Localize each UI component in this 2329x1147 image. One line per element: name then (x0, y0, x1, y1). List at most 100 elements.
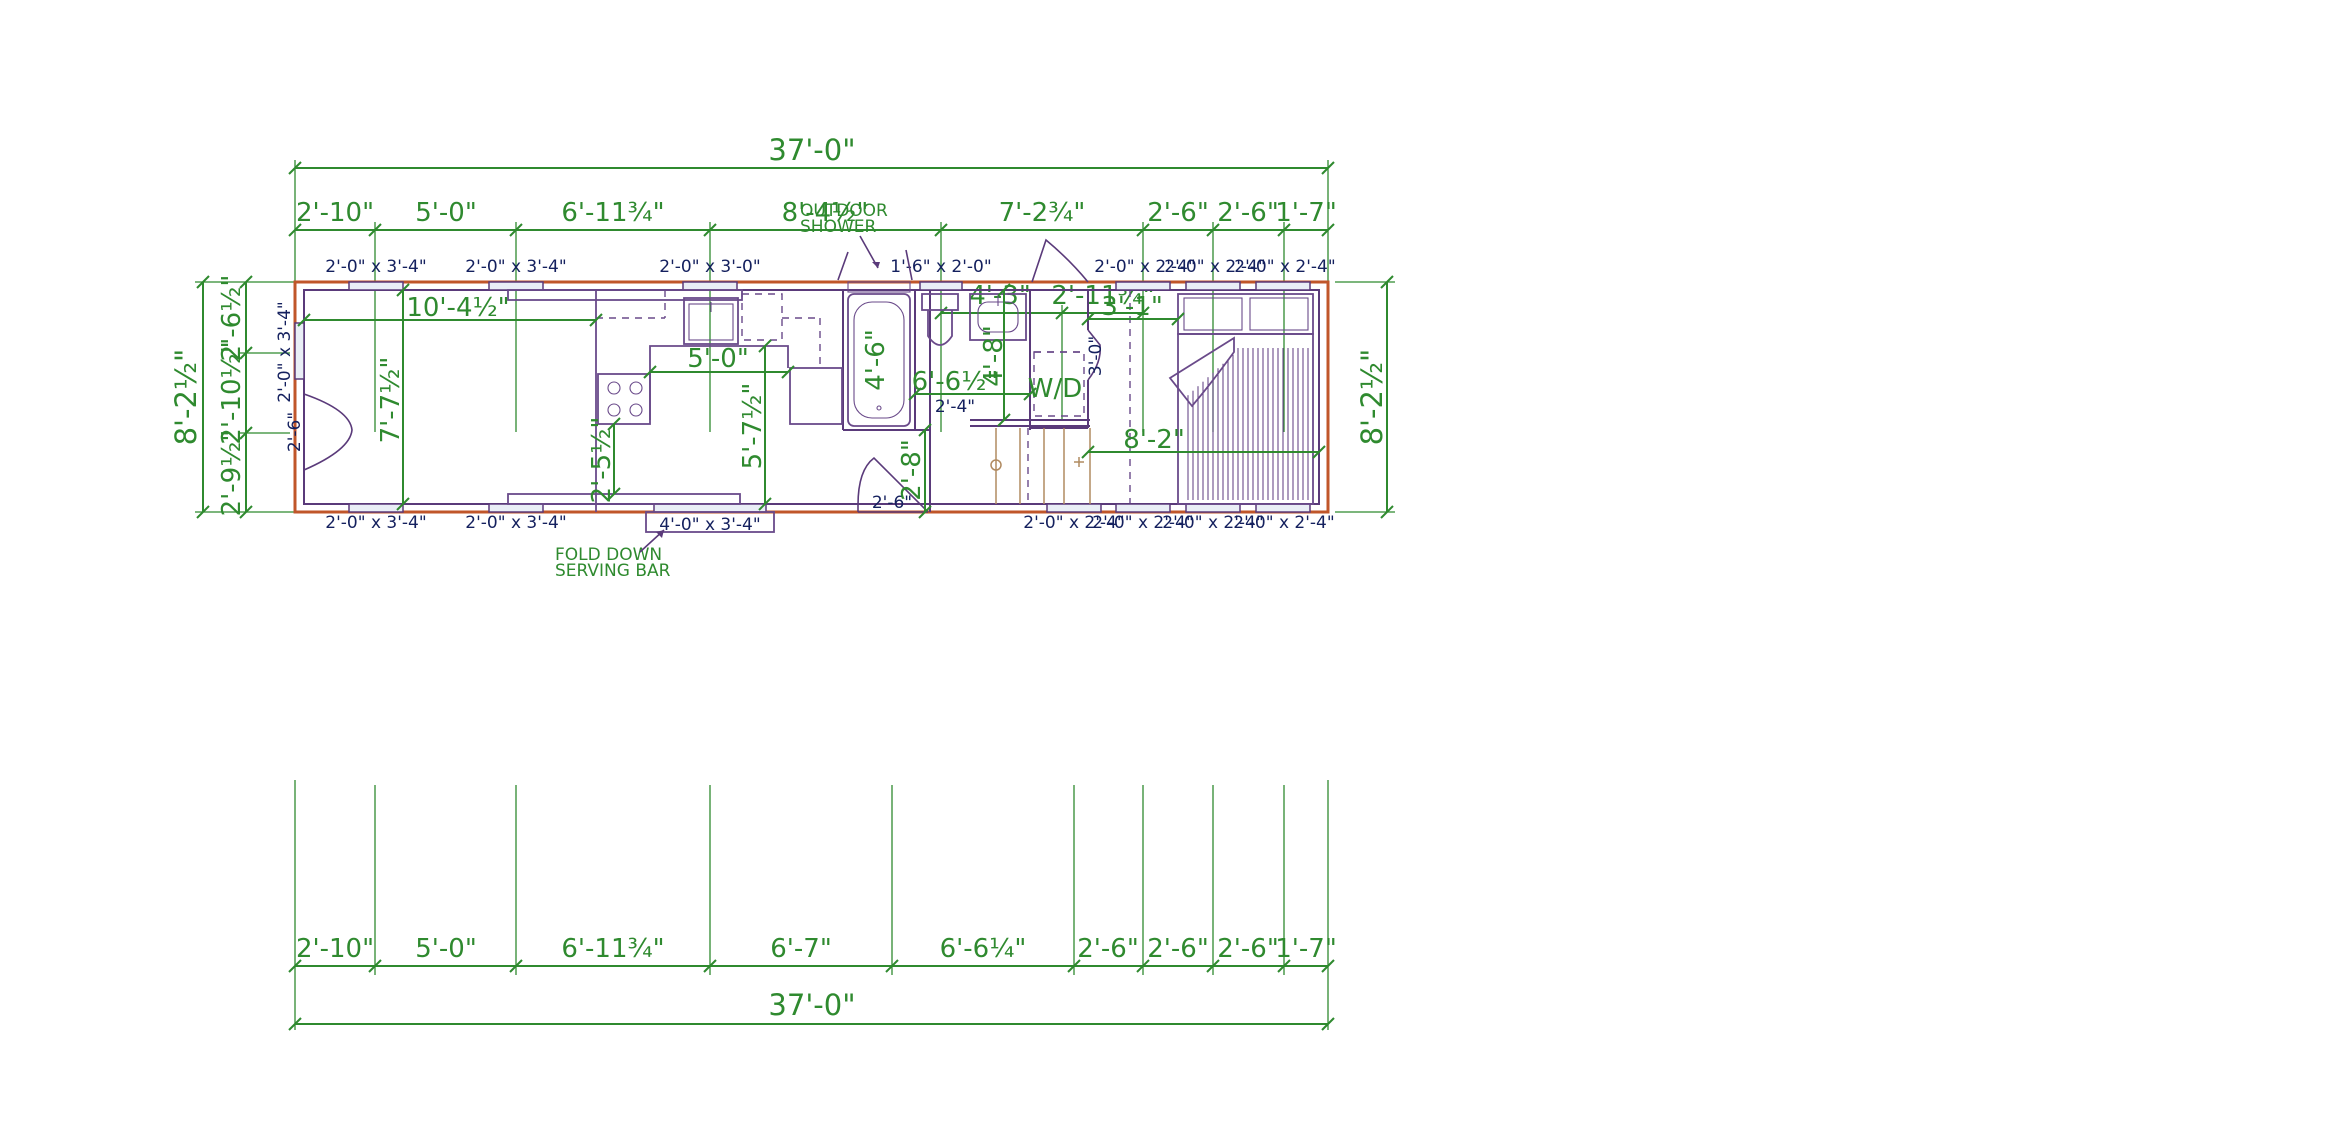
bed-stripes (1187, 348, 1309, 500)
window-label-left: 2'-0" x 3'-4" (275, 301, 295, 402)
bottom-dim-1: 2'-10" (296, 934, 374, 964)
top-dim-6: 2'-6" (1147, 198, 1209, 228)
window-label: 2'-0" x 2'-4" (1023, 513, 1124, 533)
window-label: 2'-0" x 2'-4" (1092, 513, 1193, 533)
headboard-cabinet (1177, 293, 1314, 335)
window (1255, 281, 1311, 291)
window (919, 281, 963, 291)
bath-sink (969, 293, 1027, 341)
windows-top (348, 281, 1311, 291)
bottom-dim-5: 6'-6¼" (940, 934, 1027, 964)
stove-icon (597, 373, 651, 425)
interior-walls (842, 290, 1131, 512)
bottom-dim-4: 6'-7" (770, 934, 832, 964)
window-label: 2'-0" x 2'-4" (1233, 513, 1334, 533)
window-labels-top: 2'-0" x 3'-4" 2'-0" x 3'-4" 2'-0" x 3'-0… (325, 257, 1335, 277)
top-dim-3: 6'-11¾" (561, 198, 664, 228)
utility-door (1031, 238, 1102, 381)
window (348, 281, 404, 291)
window-label: 2'-0" x 2'-4" (1094, 257, 1195, 277)
bottom-dim-6: 2'-6" (1077, 934, 1139, 964)
bathroom (847, 281, 1027, 427)
serving-bar-label-2: SERVING BAR (555, 561, 671, 581)
kitchen-width-dim: 5'-7½" (738, 383, 768, 470)
bedroom (1168, 293, 1314, 505)
bottom-dim-3: 6'-11¾" (561, 934, 664, 964)
outdoor-shower-label-2: SHOWER (800, 217, 877, 237)
top-dim-2: 5'-0" (415, 198, 477, 228)
bed (1177, 333, 1314, 505)
bottom-dim-7: 2'-6" (1147, 934, 1209, 964)
right-overall-dim: 8'-2½" (1355, 349, 1389, 446)
window-label: 2'-0" x 2'-4" (1234, 257, 1335, 277)
bath-door: 2'-6" (857, 456, 929, 513)
bath-width-dim: 4'-8" (979, 325, 1009, 387)
kitchen-run-dim: 5'-0" (687, 344, 749, 374)
top-dim-4: 8'-4½" (782, 198, 869, 228)
overall-bottom-dim: 37'-0" (768, 988, 855, 1022)
vanity-dim: 2'-4" (935, 397, 975, 417)
window (348, 503, 404, 513)
window-label: 4'-0" x 3'-4" (659, 515, 760, 535)
window-label: 2'-0" x 3'-4" (325, 513, 426, 533)
window-label: 2'-0" x 2'-4" (1164, 257, 1265, 277)
window (682, 281, 738, 291)
window (1185, 281, 1241, 291)
living-length-dim: 10'-4½" (406, 293, 509, 323)
top-dim-1: 2'-10" (296, 198, 374, 228)
window (1046, 503, 1102, 513)
top-sub-dim-1: 4'-3" (969, 281, 1031, 311)
refrigerator (789, 367, 843, 425)
left-dim-2: 2'-10½" (217, 341, 247, 444)
window (1115, 281, 1171, 291)
serving-bar-callout: FOLD DOWN SERVING BAR (555, 529, 671, 581)
hall-width-dim: 2'-8" (897, 439, 927, 501)
top-dimension-group: 37'-0" 2'-10" 5'-0" 6'-11¾" (288, 133, 1337, 432)
top-dim-8: 1'-7" (1275, 198, 1337, 228)
window-left (294, 322, 305, 380)
bath-length-dim: 6'-6½" (912, 367, 999, 397)
bottom-dimension-group: 2'-10" 5'-0" 6'-11¾" 6'-7" 6'-6¼" 2'-6" … (288, 780, 1337, 1031)
window-label: 2'-0" x 3'-0" (659, 257, 760, 277)
top-dim-7: 2'-6" (1217, 198, 1279, 228)
left-overall-dim: 8'-2½" (169, 349, 203, 446)
window (488, 503, 544, 513)
left-dimension-group: 8'-2½" 2'-6½" 2'-10½" 2'-9½" (169, 275, 295, 519)
left-dim-3: 2'-9½" (217, 430, 247, 517)
serving-bar-label-1: FOLD DOWN (555, 545, 662, 565)
interior-dimensions: 10'-4½" 7'-7½" 5'-0" 2'-5½" 5'-7½" 4'-6"… (297, 283, 1326, 519)
entry-door-label: 2'-6" (285, 412, 305, 452)
outdoor-shower-door (837, 249, 913, 281)
closet-depth-dim: 3'-1" (1101, 292, 1163, 322)
window-label: 2'-0" x 3'-4" (465, 257, 566, 277)
counter-depth-dim: 2'-5½" (587, 417, 617, 504)
kitchen (507, 289, 843, 533)
window-label: 2'-0" x 3'-4" (325, 257, 426, 277)
windows-bottom (348, 503, 1311, 513)
bottom-dim-9: 1'-7" (1275, 934, 1337, 964)
toilet (921, 293, 959, 311)
entry-door: 2'-6" (285, 393, 353, 471)
window-labels-bottom: 2'-0" x 3'-4" 2'-0" x 3'-4" 4'-0" x 3'-4… (325, 513, 1334, 535)
outdoor-shower-callout: OUTDOOR SHOWER (800, 201, 888, 269)
window (488, 281, 544, 291)
wd-closet-dim: 3'-0" (1086, 336, 1106, 376)
overall-top-dim: 37'-0" (768, 133, 855, 167)
kitchen-sink (683, 297, 739, 345)
bathtub (847, 293, 911, 427)
top-dim-5: 7'-2¾" (999, 198, 1086, 228)
window-label: 1'-6" x 2'-0" (890, 257, 991, 277)
tub-length-dim: 4'-6" (861, 329, 891, 391)
bottom-dim-8: 2'-6" (1217, 934, 1279, 964)
window (1115, 503, 1171, 513)
utility (990, 351, 1091, 504)
bedroom-length-dim: 8'-2" (1123, 425, 1185, 455)
right-dimension-group: 8'-2½" (1335, 275, 1395, 519)
bottom-dim-2: 5'-0" (415, 934, 477, 964)
washer-dryer-label: W/D (1028, 374, 1083, 404)
outdoor-shower-label-1: OUTDOOR (800, 201, 888, 221)
window-label: 2'-0" x 2'-4" (1162, 513, 1263, 533)
window-label: 2'-0" x 3'-4" (465, 513, 566, 533)
window (1185, 503, 1241, 513)
